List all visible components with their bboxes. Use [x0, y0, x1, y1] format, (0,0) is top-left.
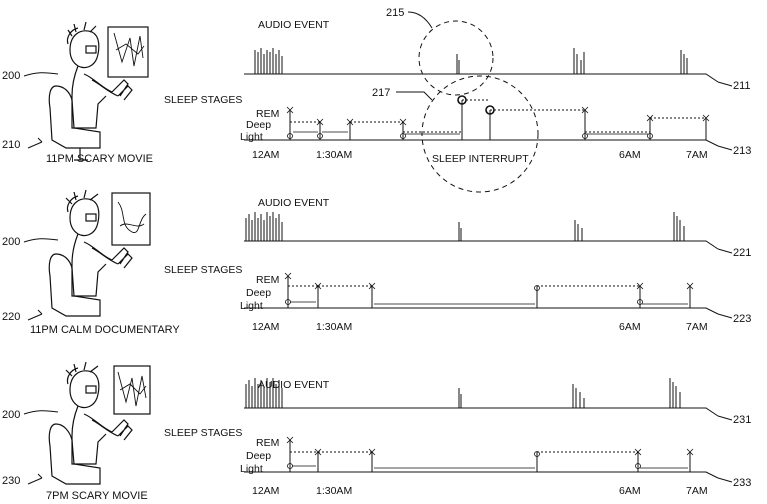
audio-event-baseline — [244, 240, 719, 250]
stage-label-rem: REM — [256, 437, 279, 449]
panel-scary-movie-11pm: 200 210 11PM SCARY MOVIE AUDIO EVENT 211… — [2, 7, 751, 193]
audio-track-ref: 231 — [733, 414, 751, 426]
time-tick-12am: 12AM — [252, 485, 279, 497]
person-ref-number: 200 — [2, 409, 20, 421]
person-watching-screen-illustration — [48, 361, 151, 485]
sleep-stage-trace — [286, 436, 694, 472]
sleep-ref-leader — [717, 477, 733, 483]
panel-ref-number: 220 — [2, 311, 20, 323]
audio-ref-leader — [717, 248, 733, 254]
sleep-ref-leader — [717, 313, 733, 319]
audio-event-baseline — [244, 73, 719, 83]
audio-circle-leader — [407, 11, 433, 29]
interrupt-marker — [457, 95, 467, 105]
audio-event-highlight-circle — [418, 20, 494, 96]
person-ref-number: 200 — [2, 236, 20, 248]
stage-label-light: Light — [240, 300, 263, 312]
audio-event-baseline — [244, 407, 719, 417]
interrupt-marker — [485, 105, 495, 115]
stage-label-deep: Deep — [246, 450, 271, 462]
person-leader-line — [23, 238, 59, 243]
sleep-stage-trace — [286, 95, 710, 140]
panel-caption: 11PM CALM DOCUMENTARY — [30, 324, 180, 336]
sleep-ref-leader — [717, 145, 733, 151]
panel-calm-documentary-11pm: 200 220 11PM CALM DOCUMENTARY AUDIO EVEN… — [2, 189, 751, 336]
panel-caption: 11PM SCARY MOVIE — [46, 153, 153, 165]
panel-ref-arrow — [27, 137, 43, 149]
audio-circle-ref: 215 — [386, 7, 404, 19]
sleep-track-ref: 213 — [733, 145, 751, 157]
audio-event-label: AUDIO EVENT — [258, 197, 330, 209]
person-watching-screen-illustration — [48, 21, 149, 161]
person-leader-line — [23, 410, 59, 415]
audio-event-label: AUDIO EVENT — [258, 379, 330, 391]
sleep-stages-label: SLEEP STAGES — [164, 94, 242, 106]
sleep-interrupt-label: SLEEP INTERRUPT — [432, 153, 529, 165]
time-tick-12am: 12AM — [252, 149, 279, 161]
person-watching-screen-illustration — [48, 189, 151, 317]
audio-event-spikes — [245, 378, 681, 408]
stage-label-light: Light — [240, 463, 263, 475]
person-ref-number: 200 — [2, 70, 20, 82]
panel-ref-arrow — [27, 473, 43, 485]
sleep-track-ref: 223 — [733, 313, 751, 325]
stage-label-deep: Deep — [246, 119, 271, 131]
audio-event-spikes — [254, 48, 688, 74]
time-tick-7am: 7AM — [686, 149, 708, 161]
panel-ref-number: 230 — [2, 475, 20, 487]
audio-track-ref: 211 — [733, 80, 751, 92]
audio-event-label: AUDIO EVENT — [258, 19, 330, 31]
time-tick-6am: 6AM — [619, 485, 641, 497]
sleep-stages-baseline — [244, 471, 719, 479]
sleep-stages-label: SLEEP STAGES — [164, 264, 242, 276]
panel-caption: 7PM SCARY MOVIE — [46, 490, 148, 502]
time-tick-130am: 1:30AM — [316, 321, 352, 333]
interrupt-leader — [396, 91, 433, 101]
audio-ref-leader — [717, 81, 733, 87]
sleep-stage-trace — [284, 272, 694, 308]
time-tick-6am: 6AM — [619, 149, 641, 161]
stage-label-rem: REM — [256, 274, 279, 286]
time-tick-7am: 7AM — [686, 321, 708, 333]
stage-label-rem: REM — [256, 108, 279, 120]
panel-scary-movie-7pm: 200 230 7PM SCARY MOVIE AUDIO EVENT 231 … — [2, 361, 751, 502]
panel-ref-arrow — [27, 309, 43, 321]
time-tick-6am: 6AM — [619, 321, 641, 333]
audio-event-spikes — [245, 212, 685, 241]
sleep-stages-baseline — [244, 139, 719, 147]
time-tick-130am: 1:30AM — [316, 149, 352, 161]
sleep-stages-baseline — [244, 307, 719, 315]
time-tick-130am: 1:30AM — [316, 485, 352, 497]
person-leader-line — [23, 72, 59, 77]
interrupt-ref: 217 — [372, 87, 390, 99]
audio-track-ref: 221 — [733, 247, 751, 259]
time-tick-12am: 12AM — [252, 321, 279, 333]
tv-screen — [113, 365, 151, 415]
stage-label-deep: Deep — [246, 287, 271, 299]
tv-screen — [107, 26, 149, 78]
stage-label-light: Light — [240, 131, 263, 143]
sleep-track-ref: 233 — [733, 477, 751, 489]
time-tick-7am: 7AM — [686, 485, 708, 497]
sleep-stages-label: SLEEP STAGES — [164, 427, 242, 439]
sleep-interrupt-highlight-circle — [421, 75, 539, 193]
audio-ref-leader — [717, 415, 733, 421]
tv-screen — [111, 192, 151, 246]
panel-ref-number: 210 — [2, 139, 20, 151]
